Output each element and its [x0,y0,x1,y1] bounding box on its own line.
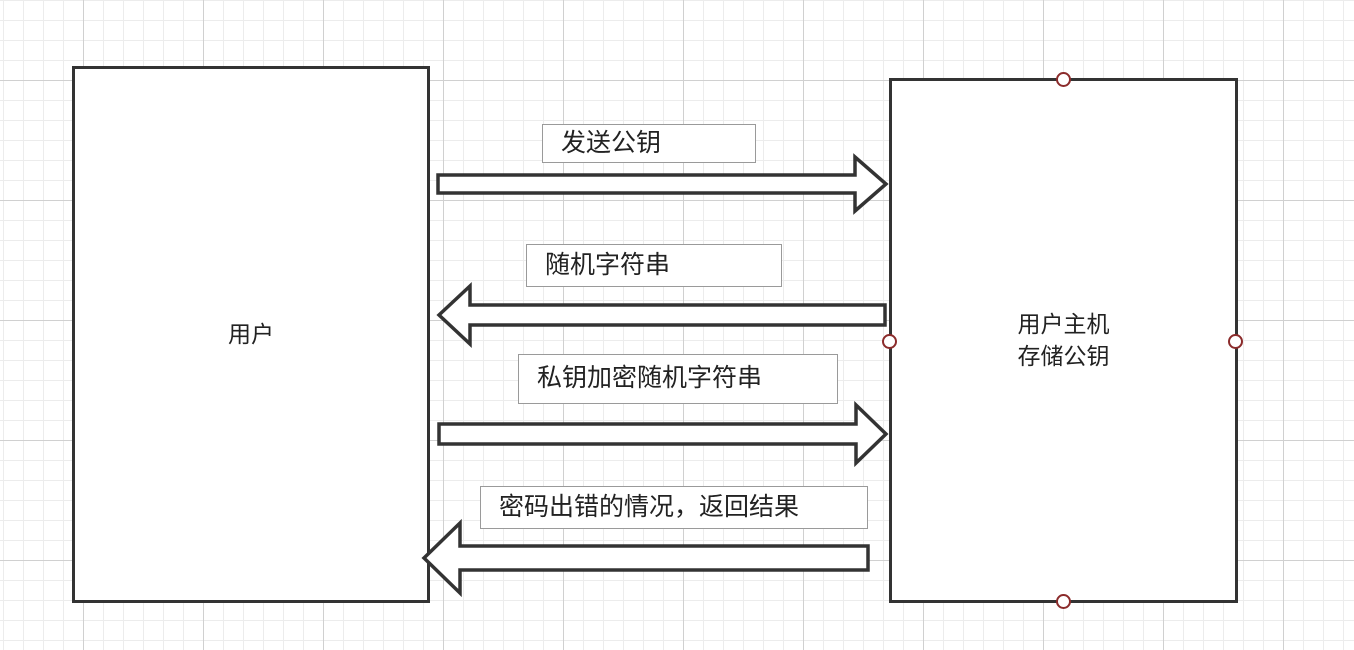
handle-top[interactable] [1056,72,1071,87]
user-node-label: 用户 [228,321,274,348]
arrow-send-public-key[interactable] [436,153,889,215]
message-label-2[interactable]: 随机字符串 [526,244,782,287]
arrow-error-result[interactable] [421,518,870,598]
handle-left[interactable] [882,334,897,349]
handle-bottom[interactable] [1056,594,1071,609]
message-label-3[interactable]: 私钥加密随机字符串 [518,354,838,404]
arrow-encrypted-string[interactable] [437,400,889,468]
host-node-line2: 存储公钥 [1017,343,1110,370]
host-node-line1: 用户主机 [1017,311,1110,338]
host-node-text: 用户主机 存储公钥 [1018,309,1110,373]
message-label-1[interactable]: 发送公钥 [542,124,756,163]
user-node[interactable]: 用户 [72,66,430,603]
message-label-4[interactable]: 密码出错的情况，返回结果 [480,486,868,529]
handle-right[interactable] [1228,334,1243,349]
arrow-random-string[interactable] [436,281,887,349]
